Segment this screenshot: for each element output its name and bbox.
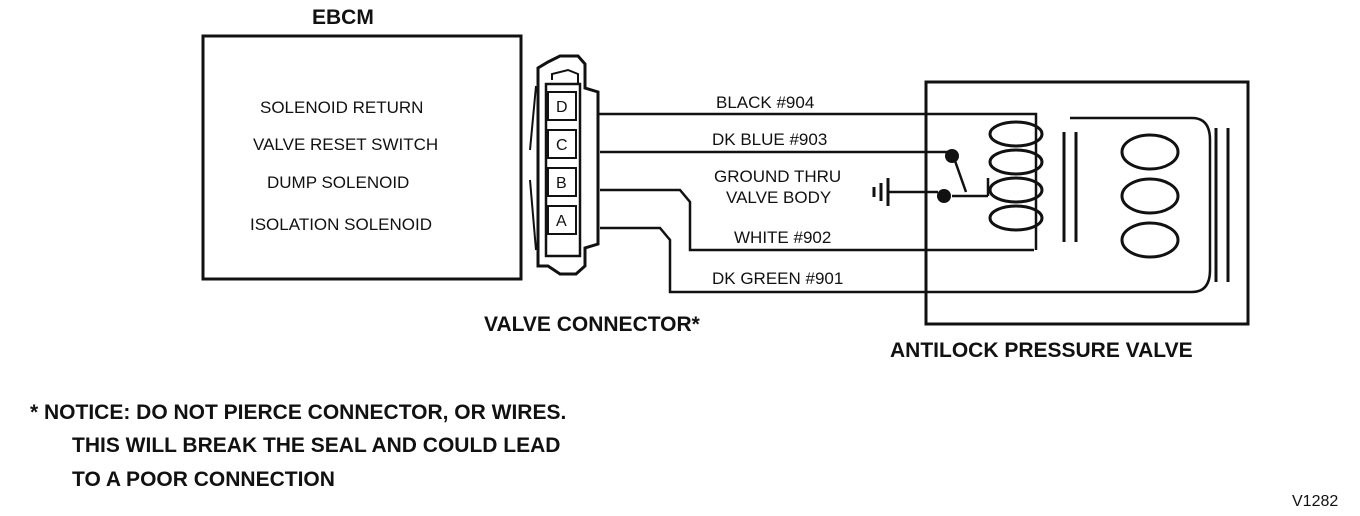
ebcm-box: [201, 34, 523, 281]
wire-solenoid-return: [926, 112, 1038, 250]
antilock-pressure-valve-label: ANTILOCK PRESSURE VALVE: [890, 339, 1193, 362]
valve-reset-switch: [937, 149, 990, 203]
wire-white-902: [600, 188, 1034, 252]
wire-label-ground-line2: VALVE BODY: [726, 188, 831, 207]
connector-pin-d: [547, 91, 577, 121]
dump-solenoid-coil: [988, 120, 1078, 242]
wire-label-ground-line1: GROUND THRU: [714, 167, 841, 186]
ground-icon: [872, 178, 938, 206]
ebcm-function-isolation-solenoid: ISOLATION SOLENOID: [250, 215, 432, 234]
pin-label-b: B: [556, 175, 567, 192]
ebcm-title: EBCM: [312, 6, 374, 29]
wire-dk-green-901: [600, 116, 1212, 294]
pin-label-c: C: [556, 137, 568, 154]
figure-code: V1282: [1292, 493, 1338, 510]
notice-line-3: TO A POOR CONNECTION: [72, 468, 335, 491]
connector-pin-c: [547, 129, 577, 159]
ebcm-function-valve-reset-switch: VALVE RESET SWITCH: [253, 135, 438, 154]
valve-connector: D C B A: [529, 54, 600, 276]
wire-label-dk-blue-903: DK BLUE #903: [712, 130, 827, 149]
isolation-solenoid-coil: [1120, 128, 1230, 282]
valve-connector-label: VALVE CONNECTOR*: [484, 313, 701, 336]
pin-label-d: D: [556, 99, 568, 116]
ebcm-function-dump-solenoid: DUMP SOLENOID: [267, 173, 409, 192]
wire-label-white-902: WHITE #902: [734, 228, 831, 247]
connector-pin-b: [547, 167, 577, 197]
notice-line-2: THIS WILL BREAK THE SEAL AND COULD LEAD: [72, 434, 560, 457]
wire-label-dk-green-901: DK GREEN #901: [712, 269, 843, 288]
connector-pin-a: [547, 205, 577, 235]
wire-label-black-904: BLACK #904: [716, 93, 814, 112]
valve-housing: [924, 80, 1250, 326]
ebcm-function-solenoid-return: SOLENOID RETURN: [260, 98, 423, 117]
pin-label-a: A: [556, 213, 567, 230]
notice-line-1: * NOTICE: DO NOT PIERCE CONNECTOR, OR WI…: [30, 401, 566, 424]
